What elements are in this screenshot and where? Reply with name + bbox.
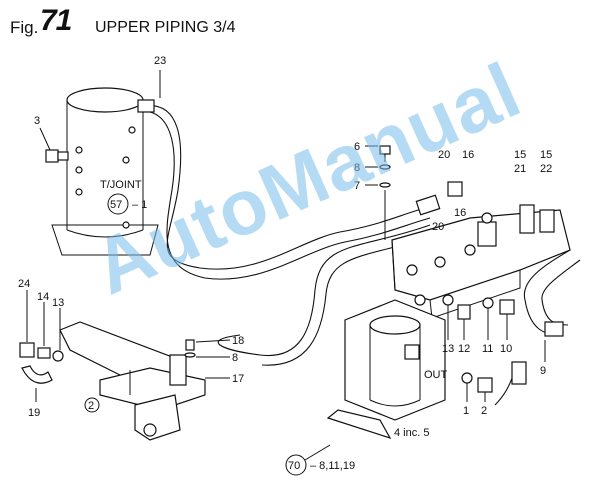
valve-block (391, 181, 571, 319)
bolt-stack-6-8-7 (365, 145, 391, 240)
callout-11: 11 (482, 343, 493, 355)
callout-13-left: 13 (52, 297, 64, 309)
callout-9: 9 (540, 365, 546, 377)
left-fittings (19, 342, 64, 402)
callout-15-right: 15 (540, 149, 552, 161)
hose-loop (217, 224, 437, 366)
callout-70: 70 (288, 460, 300, 472)
callout-23: 23 (154, 55, 166, 67)
callout-15-left: 15 (514, 149, 526, 161)
tank-cylinder (51, 87, 159, 256)
callout-10: 10 (500, 343, 512, 355)
callout-57: 57 (110, 199, 122, 211)
fittings-row (442, 294, 515, 340)
callout-57-qty: – 1 (132, 199, 147, 211)
callout-13-right: 13 (442, 343, 454, 355)
callout-70-sub: – 8,11,19 (310, 460, 355, 472)
figure-prefix: Fig. (10, 18, 39, 37)
callout-14: 14 (37, 291, 49, 303)
callout-2: 2 (481, 405, 487, 417)
callout-12: 12 (458, 343, 470, 355)
figure-title: UPPER PIPING 3/4 (95, 19, 236, 36)
label-tjoint: T/JOINT (100, 179, 142, 191)
leader-lines (26, 290, 546, 461)
out-fittings (461, 372, 493, 402)
callout-6: 6 (354, 141, 360, 153)
callout-17: 17 (232, 373, 244, 385)
fitting-3 (39, 127, 69, 163)
callout-16-top: 16 (462, 149, 474, 161)
callout-22: 22 (540, 163, 552, 175)
callout-2-circled: 2 (88, 400, 94, 412)
callout-20-top: 20 (438, 149, 450, 161)
figure-number: 71 (40, 4, 72, 37)
label-out: OUT (424, 369, 448, 381)
hose-23 (137, 70, 441, 280)
callout-2-circle (84, 397, 100, 413)
filter-canister (326, 299, 446, 440)
callout-24: 24 (18, 278, 30, 290)
callout-8-bottom: 8 (232, 352, 238, 364)
pipe-9 (494, 249, 581, 406)
callout-19: 19 (28, 407, 40, 419)
callout-4-inc-5: 4 inc. 5 (394, 427, 429, 439)
callout-7: 7 (354, 180, 360, 192)
bracket-assembly (59, 321, 206, 441)
callout-57-circle (107, 193, 129, 215)
callout-70-circle (285, 454, 307, 476)
callout-1: 1 (463, 405, 469, 417)
callout-3: 3 (34, 115, 40, 127)
callout-16-mid: 16 (454, 207, 466, 219)
callout-18: 18 (232, 335, 244, 347)
callout-8-top: 8 (354, 162, 360, 174)
callout-20-mid: 20 (432, 221, 444, 233)
callout-21: 21 (514, 163, 526, 175)
